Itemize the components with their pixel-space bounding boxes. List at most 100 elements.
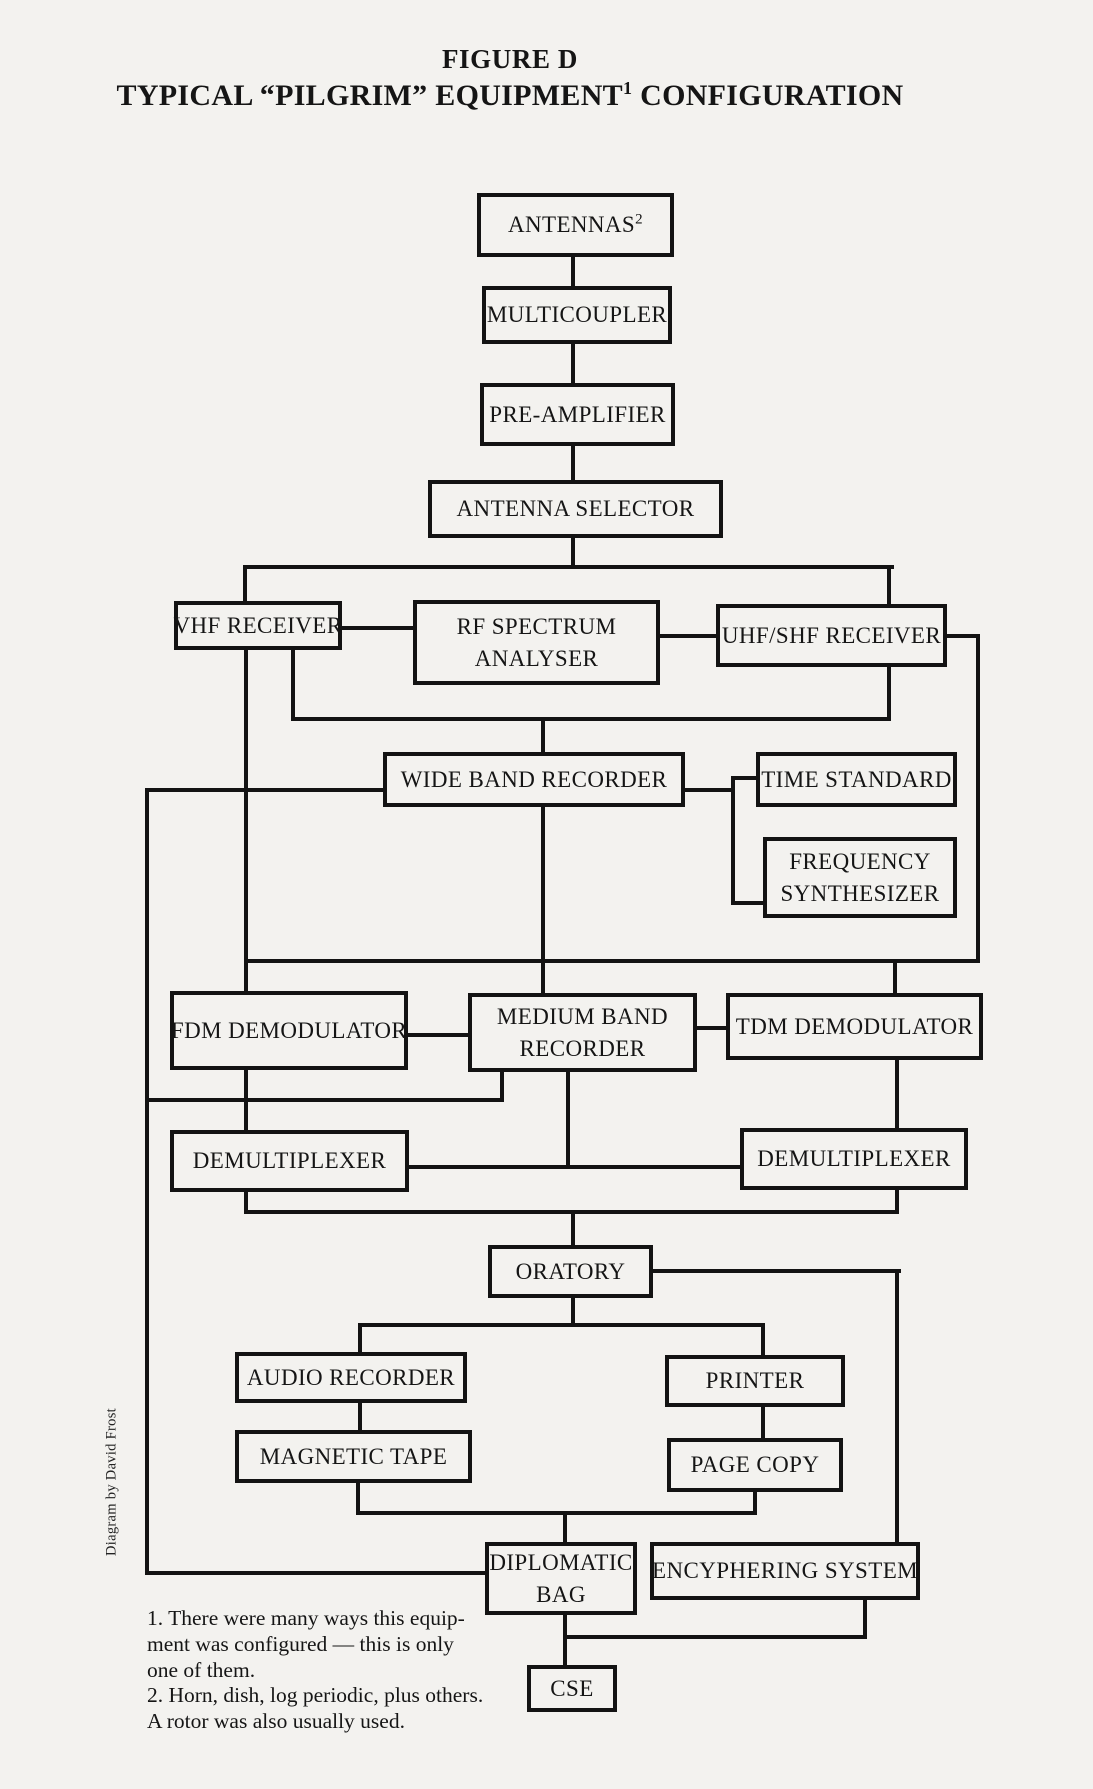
connector-line <box>571 257 575 286</box>
footnote-line: 1. There were many ways this equip- <box>147 1606 465 1630</box>
connector-line <box>887 667 891 719</box>
connector-line <box>660 634 716 638</box>
connector-line <box>571 1210 575 1247</box>
connector-line <box>653 1269 901 1273</box>
node-label: DIPLOMATIC <box>489 1549 633 1575</box>
footnotes-block: 1. There were many ways this equip-ment … <box>147 1606 483 1735</box>
figure-subtitle-text: TYPICAL “PILGRIM” EQUIPMENT <box>116 79 623 112</box>
node-demultiplexer-left: DEMULTIPLEXER <box>170 1130 409 1192</box>
node-frequency-synthesizer: FREQUENCY SYNTHESIZER <box>763 837 957 918</box>
node-label: AUDIO RECORDER <box>246 1364 456 1390</box>
node-label: PRINTER <box>705 1368 805 1394</box>
node-vhf-receiver: VHF RECEIVER <box>174 601 342 650</box>
connector-line <box>571 538 575 569</box>
node-label: VHF RECEIVER <box>173 612 343 638</box>
connector-line <box>145 1098 504 1102</box>
node-label: ANALYSER <box>474 645 599 671</box>
connector-line <box>243 567 247 601</box>
node-cse: CSE <box>527 1665 617 1712</box>
node-label: ANTENNAS2 <box>507 211 644 238</box>
node-antennas: ANTENNAS2 <box>477 193 674 257</box>
connector-line <box>358 1323 362 1354</box>
connector-line <box>342 626 413 630</box>
node-printer: PRINTER <box>665 1355 845 1407</box>
diagram-credit: Diagram by David Frost <box>103 1408 120 1556</box>
connector-line <box>541 717 545 752</box>
connector-line <box>145 788 385 792</box>
connector-line <box>863 1598 867 1639</box>
connector-line <box>244 650 248 991</box>
connector-line <box>358 1403 362 1432</box>
node-multicoupler: MULTICOUPLER <box>482 286 672 344</box>
connector-line <box>685 788 735 792</box>
figure-subtitle: TYPICAL “PILGRIM” EQUIPMENT1 CONFIGURATI… <box>0 78 1020 113</box>
node-page-copy: PAGE COPY <box>667 1438 843 1492</box>
footnote-line: one of them. <box>147 1657 256 1682</box>
node-diplomatic-bag: DIPLOMATIC BAG <box>485 1542 637 1615</box>
node-label: TIME STANDARD <box>761 766 952 792</box>
node-label: FREQUENCY <box>789 848 931 874</box>
node-label: RECORDER <box>519 1035 646 1061</box>
connector-line <box>571 1298 575 1327</box>
node-label: DEMULTIPLEXER <box>757 1146 951 1172</box>
node-label: DEMULTIPLEXER <box>192 1148 387 1174</box>
connector-line <box>895 1060 899 1128</box>
connector-line <box>409 1165 740 1169</box>
node-oratory: ORATORY <box>488 1245 653 1298</box>
connector-line <box>145 788 149 1575</box>
connector-line <box>895 1269 899 1544</box>
node-label: ORATORY <box>515 1258 626 1284</box>
node-fdm-demodulator: FDM DEMODULATOR <box>170 991 408 1070</box>
node-label: RF SPECTRUM <box>456 613 617 639</box>
node-rf-spectrum-analyser: RF SPECTRUM ANALYSER <box>413 600 660 685</box>
node-encyphering-system: ENCYPHERING SYSTEM <box>650 1542 920 1600</box>
node-time-standard: TIME STANDARD <box>756 752 957 807</box>
node-label: MAGNETIC TAPE <box>259 1443 448 1469</box>
connector-line <box>244 1070 248 1130</box>
node-label: SYNTHESIZER <box>780 880 940 906</box>
figure-title: FIGURE D TYPICAL “PILGRIM” EQUIPMENT1 CO… <box>0 44 1020 113</box>
connector-line <box>541 807 545 993</box>
node-label: CSE <box>550 1675 594 1701</box>
connector-line <box>563 1635 867 1639</box>
node-label: PRE-AMPLIFIER <box>489 401 666 427</box>
connector-line <box>895 1190 899 1214</box>
footnote-line: ment was configured — this is only <box>147 1631 454 1656</box>
node-wide-band-recorder: WIDE BAND RECORDER <box>383 752 685 807</box>
connector-line <box>761 1323 765 1357</box>
node-label: WIDE BAND RECORDER <box>400 766 668 792</box>
node-label: BAG <box>536 1581 586 1607</box>
node-label: FDM DEMODULATOR <box>170 1017 408 1043</box>
node-uhf-shf-receiver: UHF/SHF RECEIVER <box>716 604 947 667</box>
connector-line <box>697 1026 728 1030</box>
connector-line <box>753 1490 757 1515</box>
connector-line <box>893 959 897 995</box>
node-label: UHF/SHF RECEIVER <box>721 622 942 648</box>
connector-line <box>291 650 295 717</box>
connector-line <box>563 1511 567 1544</box>
node-label: MULTICOUPLER <box>486 302 668 328</box>
connector-line <box>563 1615 567 1667</box>
node-tdm-demodulator: TDM DEMODULATOR <box>726 993 983 1060</box>
connector-line <box>571 344 575 383</box>
connector-line <box>244 959 980 963</box>
figure-label: FIGURE D <box>441 44 579 74</box>
connector-line <box>731 776 735 905</box>
node-audio-recorder: AUDIO RECORDER <box>235 1352 467 1403</box>
connector-line <box>731 776 758 780</box>
footnote-line: 2. Horn, dish, log periodic, plus others… <box>147 1683 484 1708</box>
node-demultiplexer-right: DEMULTIPLEXER <box>740 1128 968 1190</box>
connector-line <box>500 1072 504 1102</box>
node-label: ENCYPHERING SYSTEM <box>652 1558 918 1584</box>
connector-line <box>408 1033 470 1037</box>
node-label: ANTENNA SELECTOR <box>456 496 695 522</box>
figure-subtitle-text-2: CONFIGURATION <box>632 79 904 112</box>
footnote-ref-1: 1 <box>623 78 633 98</box>
connector-line <box>976 634 980 963</box>
connector-line <box>356 1511 757 1515</box>
node-label: PAGE COPY <box>690 1452 820 1478</box>
node-antenna-selector: ANTENNA SELECTOR <box>428 480 723 538</box>
connector-line <box>571 446 575 480</box>
